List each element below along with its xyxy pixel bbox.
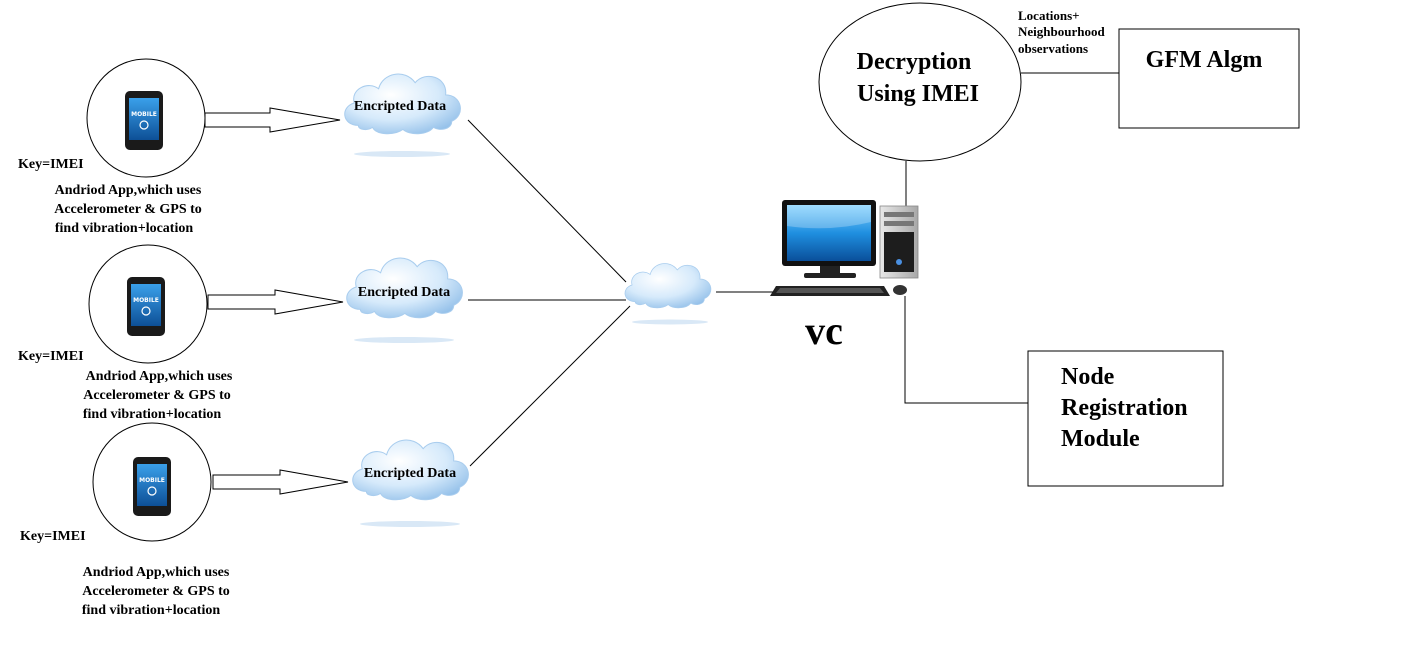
server-computer-icon [770, 200, 919, 296]
server-label: vc [805, 308, 843, 353]
mobile-node-1: MOBILE Encripted Data Key=IMEI Andriod A… [18, 58, 461, 236]
key-label: Key=IMEI [18, 349, 84, 364]
gfm-edge-label-line-3: observations [1018, 41, 1088, 56]
registration-label-line-2: Registration [1061, 395, 1188, 421]
arrow-icon [207, 289, 344, 315]
decryption-node: Decryption Using IMEI [818, 2, 1022, 162]
arrow-icon [204, 107, 341, 133]
arrow-icon [212, 469, 349, 495]
app-description-line-1: Andriod App,which uses [83, 565, 230, 580]
app-description-line-3: find vibration+location [82, 603, 220, 618]
app-description-line-2: Accelerometer & GPS to [83, 388, 231, 403]
smartphone-icon: MOBILE [133, 457, 171, 516]
gfm-label: GFM Algm [1146, 47, 1263, 73]
mobile-node-3: MOBILE Encripted Data Key=IMEI Andriod A… [20, 422, 469, 618]
decryption-label-line-2: Using IMEI [857, 81, 979, 107]
gfm-box [1118, 28, 1300, 129]
app-description-line-2: Accelerometer & GPS to [82, 584, 230, 599]
hub-cloud-icon [624, 263, 712, 325]
key-label: Key=IMEI [18, 157, 84, 172]
connection-lines [467, 72, 1119, 467]
cloud-label: Encripted Data [364, 466, 456, 481]
key-label: Key=IMEI [20, 529, 86, 544]
app-description-line-1: Andriod App,which uses [55, 183, 202, 198]
svg-text:MOBILE: MOBILE [131, 111, 157, 118]
gfm-algorithm-node: GFM Algm [1118, 28, 1300, 129]
link-cloud1-to-hub [467, 119, 627, 283]
svg-text:MOBILE: MOBILE [139, 477, 165, 484]
app-description-line-1: Andriod App,which uses [86, 369, 233, 384]
cloud-label: Encripted Data [354, 99, 446, 114]
decryption-ellipse [818, 2, 1022, 162]
gfm-edge-label-line-1: Locations+ [1018, 8, 1080, 23]
registration-label-line-1: Node [1061, 364, 1115, 390]
gfm-edge-label-line-2: Neighbourhood [1018, 24, 1105, 39]
link-server-to-registration [904, 296, 1028, 404]
decryption-label-line-1: Decryption [857, 49, 972, 75]
link-cloud3-to-hub [469, 305, 631, 467]
smartphone-icon: MOBILE [127, 277, 165, 336]
registration-box [1027, 350, 1224, 487]
app-description-line-3: find vibration+location [83, 407, 221, 422]
mobile-node-2: MOBILE Encripted Data Key=IMEI Andriod A… [18, 244, 463, 422]
registration-label-line-3: Module [1061, 426, 1140, 452]
cloud-icon: Encripted Data [346, 257, 463, 343]
cloud-icon: Encripted Data [344, 73, 461, 157]
app-description-line-3: find vibration+location [55, 221, 193, 236]
cloud-icon: Encripted Data [352, 439, 469, 527]
smartphone-icon: MOBILE [125, 91, 163, 150]
cloud-label: Encripted Data [358, 285, 450, 300]
svg-text:MOBILE: MOBILE [133, 297, 159, 304]
registration-module-node: Node Registration Module [1027, 350, 1224, 487]
app-description-line-2: Accelerometer & GPS to [54, 202, 202, 217]
